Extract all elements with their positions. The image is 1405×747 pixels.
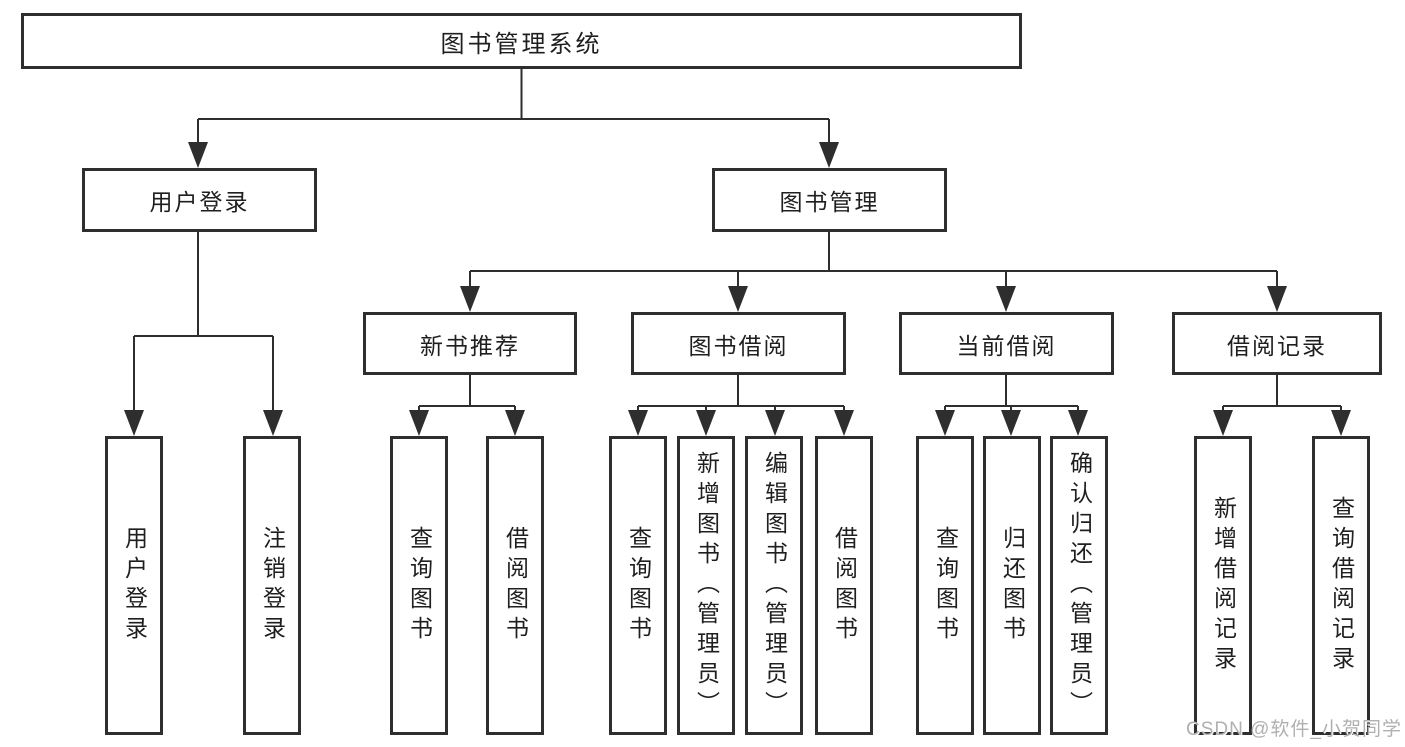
- leaf-label: 借阅图书: [502, 525, 529, 646]
- node-leaf-query-books-1: 查询图书: [390, 436, 448, 735]
- leaf-label: 确认归还（管理员）: [1066, 450, 1093, 721]
- node-leaf-query-borrow-record: 查询借阅记录: [1312, 436, 1370, 735]
- node-leaf-edit-books-admin: 编辑图书（管理员）: [745, 436, 803, 735]
- leaf-label: 借阅图书: [831, 525, 858, 646]
- node-leaf-query-books-2: 查询图书: [609, 436, 667, 735]
- node-library-system: 图书管理系统: [21, 13, 1022, 69]
- leaf-label: 查询借阅记录: [1328, 495, 1355, 676]
- node-new-book-recommend: 新书推荐: [363, 312, 577, 375]
- node-current-borrowing: 当前借阅: [899, 312, 1114, 375]
- node-leaf-borrow-books-1: 借阅图书: [486, 436, 544, 735]
- node-leaf-borrow-books-2: 借阅图书: [815, 436, 873, 735]
- leaf-label: 用户登录: [121, 525, 148, 646]
- node-leaf-add-borrow-record: 新增借阅记录: [1194, 436, 1252, 735]
- leaf-label: 归还图书: [999, 525, 1026, 646]
- leaf-label: 查询图书: [406, 525, 433, 646]
- node-leaf-return-books: 归还图书: [983, 436, 1041, 735]
- node-book-borrowing: 图书借阅: [631, 312, 846, 375]
- node-user-login: 用户登录: [82, 168, 317, 232]
- leaf-label: 编辑图书（管理员）: [761, 450, 788, 721]
- node-leaf-user-login: 用户登录: [105, 436, 163, 735]
- node-book-management: 图书管理: [712, 168, 947, 232]
- leaf-label: 查询图书: [625, 525, 652, 646]
- node-leaf-confirm-return-admin: 确认归还（管理员）: [1050, 436, 1108, 735]
- leaf-label: 新增借阅记录: [1210, 495, 1237, 676]
- leaf-label: 查询图书: [932, 525, 959, 646]
- leaf-label: 新增图书（管理员）: [693, 450, 720, 721]
- arrowheads: [124, 142, 1351, 436]
- node-leaf-add-books-admin: 新增图书（管理员）: [677, 436, 735, 735]
- leaf-label: 注销登录: [259, 525, 286, 646]
- node-leaf-query-books-3: 查询图书: [916, 436, 974, 735]
- watermark: CSDN @软件_小贺同学: [1186, 719, 1402, 740]
- node-leaf-logout: 注销登录: [243, 436, 301, 735]
- node-borrow-records: 借阅记录: [1172, 312, 1382, 375]
